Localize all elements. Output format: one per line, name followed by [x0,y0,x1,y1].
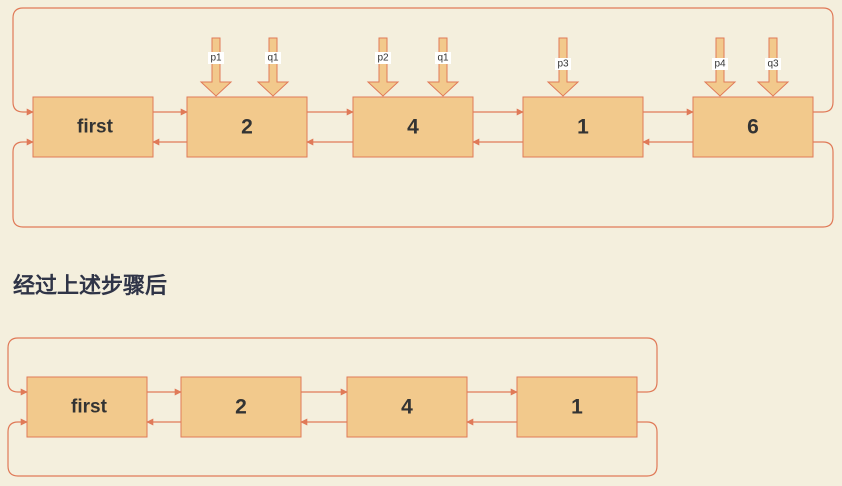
node-label: first [77,117,114,138]
pointer-p2-arrow: p2 [366,37,400,97]
node-label: 2 [235,396,247,419]
pointer-arrow-shape [199,37,233,97]
before-list: first 2 4 1 6 p1 q1 p2 q1 p3 p4 q3 [12,7,834,228]
pointer-arrow-shape [256,37,290,97]
node-label: first [71,397,108,418]
pointer-label: p1 [210,53,222,64]
section-caption: 经过上述步骤后 [13,274,168,299]
pointer-label-bg [555,58,571,70]
before-node-4: 6 [692,96,814,158]
pointer-q1-arrow: q1 [256,37,290,97]
pointer-label: q1 [267,53,279,64]
pointer-label-bg [435,52,451,64]
after-node-1: 2 [180,376,302,438]
pointer-label: q1 [437,53,449,64]
before-node-1: 2 [186,96,308,158]
pointer-q3-arrow: q3 [756,37,790,97]
pointer-label-bg [208,52,224,64]
pointer-q1-arrow: q1 [426,37,460,97]
node-box [522,96,644,158]
node-box [346,376,468,438]
pointer-label-bg [375,52,391,64]
before-wrap-next-link [12,7,834,116]
node-box [32,96,154,158]
node-label: 2 [241,116,253,139]
pointer-p1-arrow: p1 [199,37,233,97]
pointer-arrow-shape [426,37,460,97]
pointer-label: p2 [377,53,389,64]
node-box [180,376,302,438]
pointer-label-bg [712,58,728,70]
node-label: 4 [401,396,413,419]
node-box [692,96,814,158]
after-node-2: 4 [346,376,468,438]
pointer-arrow-shape [366,37,400,97]
node-box [516,376,638,438]
before-node-2: 4 [352,96,474,158]
after-node-0: first [26,376,148,438]
pointer-label-bg [765,58,781,70]
pointer-label-bg [265,52,281,64]
after-list: first 2 4 1 [7,337,658,477]
pointer-p3-arrow: p3 [546,37,580,97]
node-label: 6 [747,116,759,139]
node-label: 1 [571,396,583,419]
before-wrap-prev-link [12,138,834,228]
after-wrap-prev-link [7,418,658,477]
node-label: 1 [577,116,589,139]
node-label: 4 [407,116,419,139]
node-box [352,96,474,158]
after-wrap-next-link [7,337,658,396]
pointer-label: p3 [557,59,569,70]
after-node-3: 1 [516,376,638,438]
node-box [186,96,308,158]
before-node-0: first [32,96,154,158]
before-node-3: 1 [522,96,644,158]
node-box [26,376,148,438]
pointer-label: q3 [767,59,779,70]
pointer-p4-arrow: p4 [703,37,737,97]
pointer-label: p4 [714,59,726,70]
